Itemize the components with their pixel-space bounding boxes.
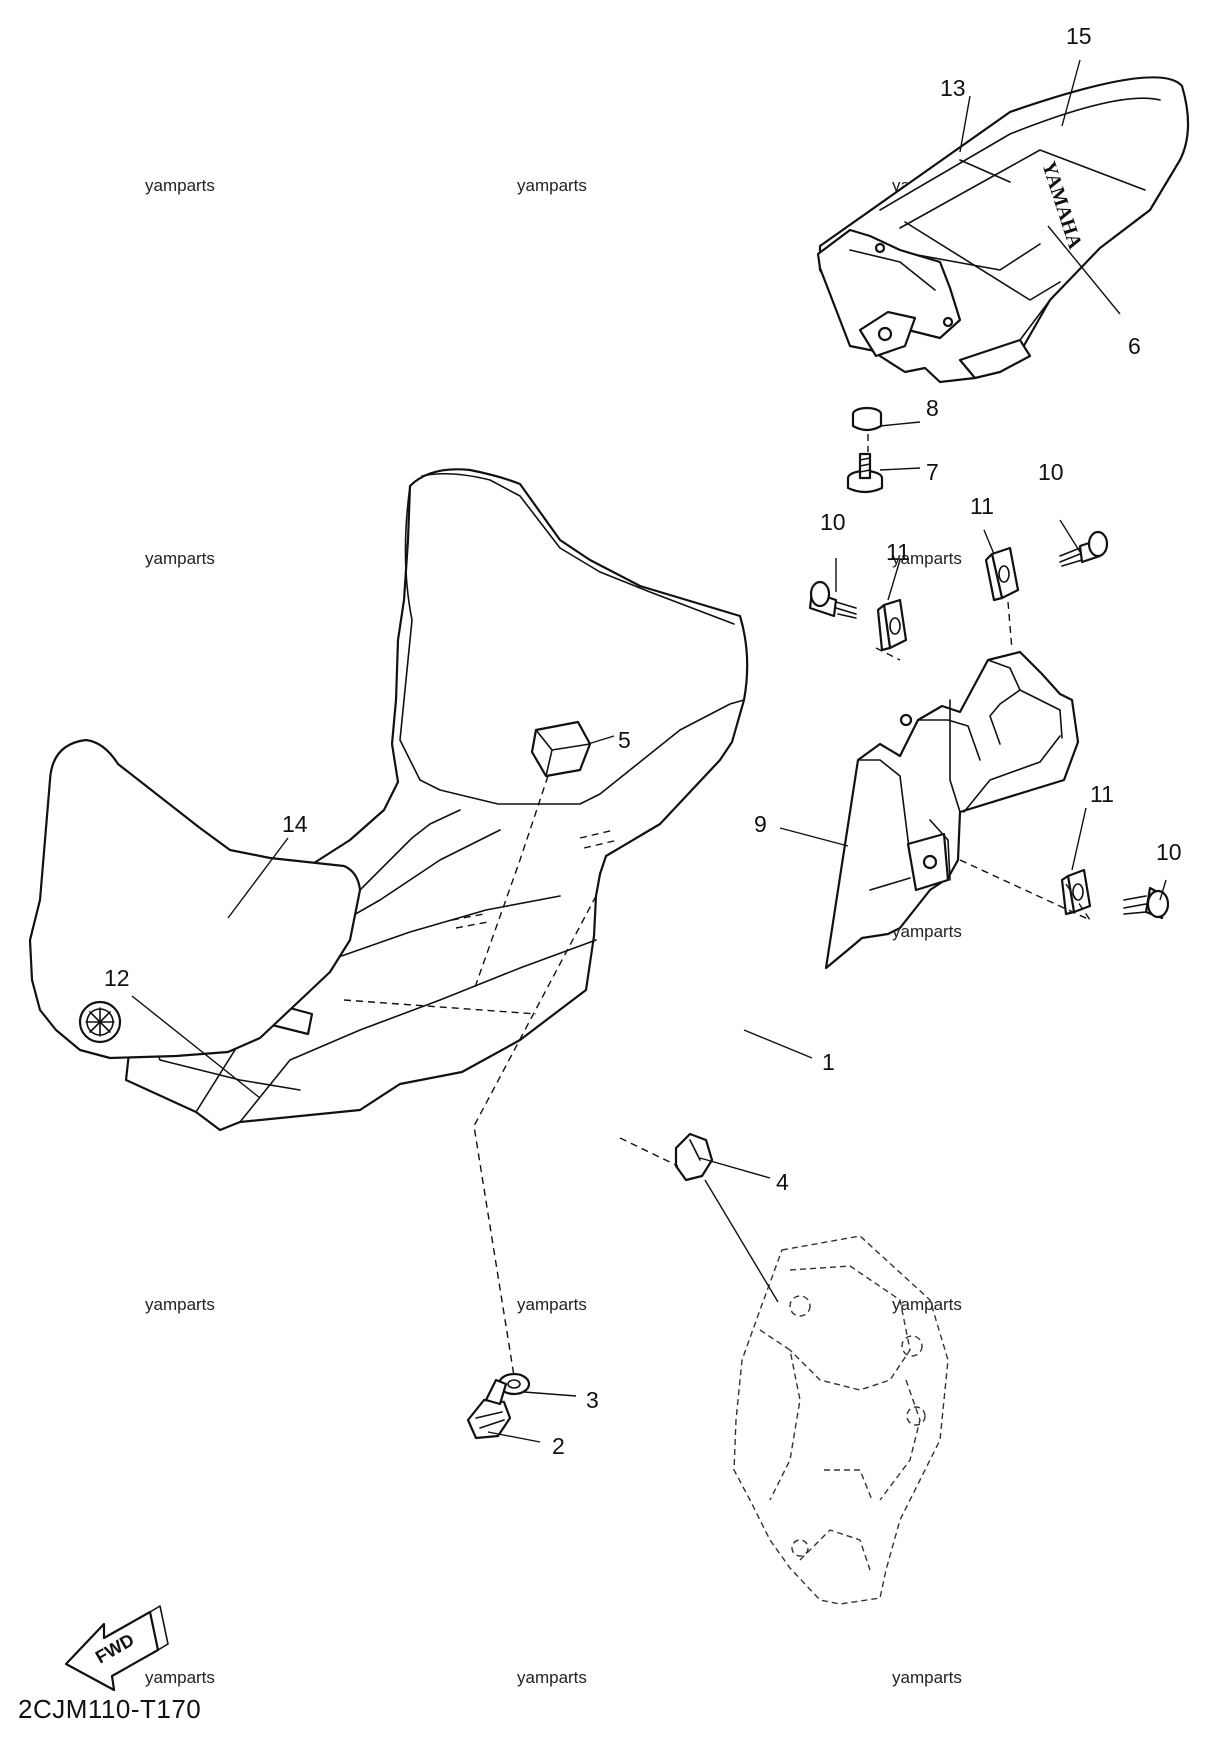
callout-layer: 1 2 3 4 5 6 7 8 9 10 10 10 11 11 11 12 1… [104,23,1182,1459]
ghost-frame-part [733,1235,949,1605]
watermark: yamparts [145,176,215,195]
callout-number: 1 [822,1049,835,1075]
watermark: yamparts [517,1668,587,1687]
bracket-part [824,650,1080,970]
rear-cowl-part: YAMAHA [816,76,1190,384]
watermark: yamparts [892,549,962,568]
forward-arrow: FWD [64,1605,169,1692]
screw-part [1123,886,1170,920]
clip-nut-part [984,546,1020,602]
callout-number: 6 [1128,333,1141,359]
watermark: yamparts [892,1295,962,1314]
watermark: yamparts [517,1295,587,1314]
watermark: yamparts [145,1295,215,1314]
callout-number: 7 [926,459,939,485]
callout-number: 11 [970,493,994,519]
callout-number: 9 [754,811,767,837]
assembly-lines [343,434,1092,1377]
callout-number: 15 [1066,23,1092,49]
callout-number: 10 [1156,839,1182,865]
callout-number: 4 [776,1169,789,1195]
callout-number: 5 [618,727,631,753]
leader-lines [131,59,1167,1443]
clip-nut-part [876,598,908,652]
callout-number: 2 [552,1433,565,1459]
callout-number: 8 [926,395,939,421]
side-panel-part [28,738,362,1060]
watermark: yamparts [145,549,215,568]
damper-part [530,720,592,778]
watermark: yamparts [892,922,962,941]
screw-part [1059,530,1109,567]
callout-number: 13 [940,75,966,101]
callout-number: 10 [1038,459,1064,485]
callout-number: 10 [820,509,846,535]
callout-number: 3 [586,1387,599,1413]
watermark: yamparts [892,1668,962,1687]
collar-part [851,406,883,432]
watermark: yamparts [517,176,587,195]
diagram-code: 2CJM110-T170 [18,1694,201,1724]
bolt-part [466,1378,512,1440]
screw-part [808,580,857,619]
callout-number: 11 [1090,781,1114,807]
bolt-part [846,452,884,494]
callout-number: 11 [886,539,910,565]
clip-part [674,1132,714,1182]
watermark: yamparts [145,1668,215,1687]
callout-number: 12 [104,965,130,991]
clip-nut-part [1060,868,1092,916]
callout-number: 14 [282,811,308,837]
